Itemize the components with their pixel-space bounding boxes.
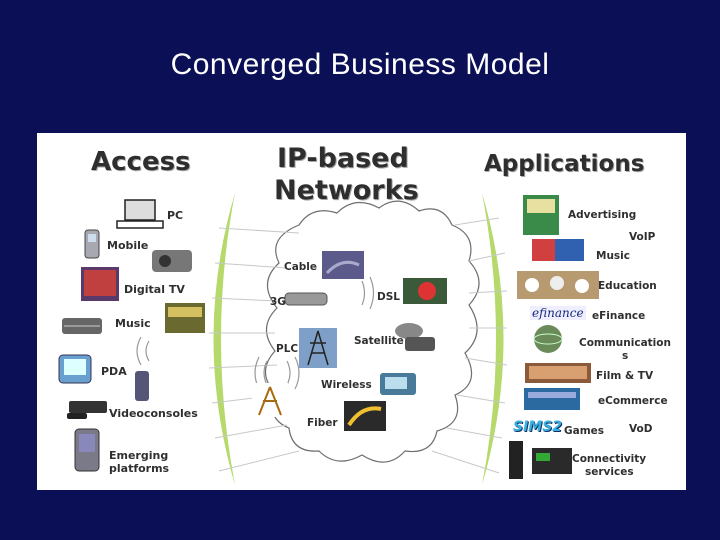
sims2-logo: SIMS2 (513, 419, 563, 435)
voip-icon (532, 239, 584, 261)
access-label-music: Music (115, 317, 151, 330)
app-label-connectivity-1: Connectivity (572, 453, 647, 465)
access-label-digital-tv: Digital TV (124, 283, 185, 296)
network-label-satellite: Satellite (354, 335, 404, 347)
hifi-icon (165, 303, 205, 333)
application-icons (509, 195, 599, 479)
cloud-outline (264, 200, 480, 463)
app-label-film-tv: Film & TV (596, 370, 654, 382)
network-label-3g: 3G (270, 296, 286, 308)
diagram-shapes (136, 193, 508, 485)
handheld-icon (135, 371, 149, 401)
app-label-games: Games (564, 425, 605, 437)
diagram-panel: Access IP-based Networks Applications PC… (37, 133, 686, 490)
app-label-efinance: eFinance (592, 310, 646, 322)
pda-icon (58, 354, 92, 384)
access-label-videoconsoles: Videoconsoles (109, 407, 198, 420)
access-icons (58, 199, 205, 472)
networks-heading-line2: Networks (274, 175, 419, 206)
access-heading: Access (91, 147, 191, 177)
signal-waves (136, 276, 375, 390)
left-connectors (208, 227, 300, 472)
app-label-advertising: Advertising (568, 209, 637, 221)
right-connectors (431, 217, 508, 474)
connectivity-server-icon (509, 441, 572, 479)
communications-icon (533, 325, 563, 353)
app-label-education: Education (598, 280, 657, 292)
access-label-pda: PDA (101, 365, 127, 378)
antenna-tower-icon (252, 383, 288, 417)
education-icon (517, 271, 599, 299)
app-label-vod: VoD (629, 423, 653, 435)
network-label-cable: Cable (284, 261, 318, 273)
advertising-icon (523, 195, 559, 235)
cable-icon (322, 251, 364, 279)
wireless-device-icon (380, 373, 416, 395)
left-arc (213, 193, 235, 485)
3g-phone-icon (284, 292, 328, 306)
right-arc (482, 193, 504, 485)
fiber-optic-icon (344, 401, 386, 431)
smartphone-icon (74, 428, 100, 472)
power-pylon-icon (299, 328, 337, 368)
ecommerce-icon (524, 388, 580, 410)
network-icons (252, 251, 447, 431)
access-label-mobile: Mobile (107, 239, 149, 252)
network-label-wireless: Wireless (321, 379, 372, 391)
slide-title: Converged Business Model (170, 48, 550, 81)
network-label-plc: PLC (276, 343, 299, 355)
access-label-emerging-1: Emerging (109, 449, 169, 462)
mobile-phone-icon (84, 229, 100, 259)
applications-heading: Applications (484, 151, 645, 177)
app-label-communication-1: Communication (579, 337, 671, 349)
tv-icon (81, 267, 119, 301)
app-label-voip: VoIP (629, 231, 656, 243)
app-label-music: Music (596, 250, 630, 262)
network-label-fiber: Fiber (307, 417, 338, 429)
satellite-dish-icon (395, 323, 435, 351)
phone-handset-icon (152, 250, 192, 272)
pc-icon (116, 199, 164, 229)
game-console-icon (67, 401, 107, 419)
app-label-communication-2: s (622, 350, 629, 362)
network-label-dsl: DSL (377, 291, 400, 303)
music-player-icon (62, 318, 102, 334)
app-label-ecommerce: eCommerce (598, 395, 668, 407)
efinance-logo: efinance (530, 306, 586, 320)
access-label-pc: PC (167, 209, 184, 222)
app-label-connectivity-2: services (585, 466, 634, 478)
access-label-emerging-2: platforms (109, 462, 170, 475)
networks-heading-line1: IP-based (277, 143, 409, 174)
dsl-icon (403, 278, 447, 304)
film-tv-icon (525, 363, 591, 383)
